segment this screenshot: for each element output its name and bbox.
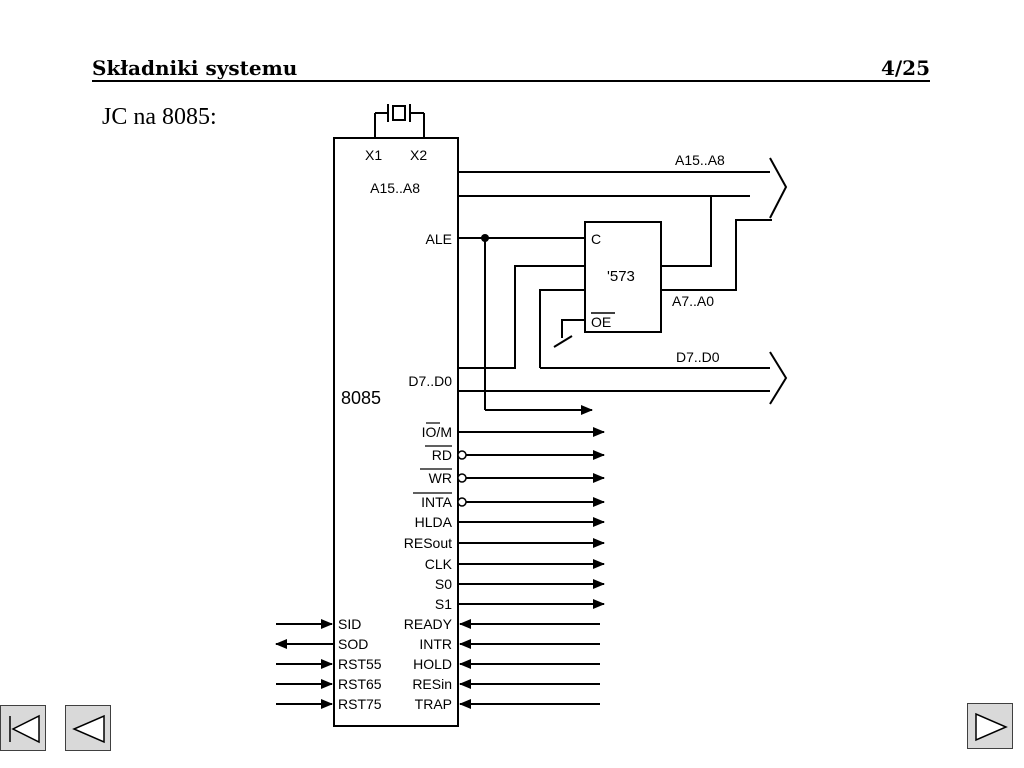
latch-input-wiring [458, 265, 585, 369]
pin-trap-label: TRAP [415, 696, 452, 712]
pin-s0-label: S0 [435, 576, 452, 592]
pin-label-a15-a8: A15..A8 [370, 180, 420, 196]
latch-573-block [584, 221, 662, 333]
pin-rd-inversion-bubble [457, 450, 467, 460]
pin-ready-label: READY [404, 616, 453, 632]
pin-io-m-label: IO/M [422, 424, 452, 440]
pin-label-ale: ALE [426, 231, 452, 247]
pin-intr-label: INTR [419, 636, 452, 652]
next-page-icon [975, 712, 1008, 742]
latch-clock-pin: C [591, 231, 601, 247]
ale-junction-dot [481, 234, 489, 242]
pin-clk-label: CLK [425, 556, 453, 572]
slide-subtitle: JC na 8085: [102, 104, 217, 130]
pin-hold-label: HOLD [413, 656, 452, 672]
next-page-button[interactable] [967, 703, 1013, 749]
pin-inta-inversion-bubble [457, 497, 467, 507]
bus-label-a7-a0: A7..A0 [672, 293, 714, 309]
bus-label-a15-a8: A15..A8 [675, 152, 725, 168]
pin-label-d7-d0: D7..D0 [408, 373, 452, 389]
pin-sid-label: SID [338, 616, 361, 632]
crystal-oscillator [374, 104, 425, 138]
pin-rd-label: RD [432, 447, 452, 463]
latch-oe-pin: OE [591, 314, 611, 330]
pin-sod-label: SOD [338, 636, 368, 652]
pin-label-x2: X2 [410, 147, 427, 163]
bus-label-d7-d0: D7..D0 [676, 349, 720, 365]
previous-page-icon [72, 714, 105, 744]
pin-label-x1: X1 [365, 147, 382, 163]
pin-rst75-label: RST75 [338, 696, 382, 712]
latch-label: '573 [607, 268, 635, 285]
pin-wr-inversion-bubble [457, 473, 467, 483]
latch-output-wiring [661, 196, 772, 291]
previous-page-button[interactable] [65, 705, 111, 751]
data-bus [458, 351, 788, 405]
pin-rst55-label: RST55 [338, 656, 382, 672]
pin-resout-label: RESout [404, 535, 452, 551]
ale-wiring [458, 237, 593, 415]
cpu-label: 8085 [341, 388, 381, 408]
pin-inta-label: INTA [421, 494, 453, 510]
slide-section-title: Składniki systemu [92, 56, 298, 80]
pin-s1-label: S1 [435, 596, 452, 612]
pin-wr-label: WR [429, 470, 452, 486]
first-page-icon [9, 714, 40, 744]
first-page-button[interactable] [0, 705, 46, 751]
header-rule [92, 80, 930, 82]
pin-hlda-label: HLDA [415, 514, 453, 530]
pin-resin-label: RESin [412, 676, 452, 692]
address-bus-high [458, 157, 788, 219]
pin-rst65-label: RST65 [338, 676, 382, 692]
slide-page-number: 4/25 [880, 56, 930, 80]
